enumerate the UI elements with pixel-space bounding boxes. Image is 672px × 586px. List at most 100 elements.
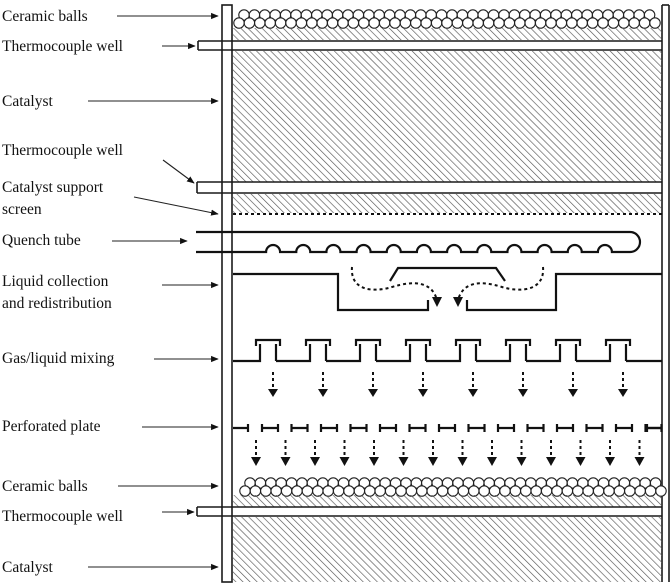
drip-arrow-head: [418, 389, 428, 397]
chimney-cap: [454, 338, 482, 346]
catalyst-bed-top: [233, 51, 662, 182]
drip-arrow-head: [310, 457, 320, 466]
drip-arrow-head: [318, 389, 328, 397]
drip-arrow-head: [339, 457, 350, 466]
liquid-collection-tray: [233, 266, 662, 312]
perforated-drip-arrows: [251, 440, 645, 466]
ceramic-ball: [337, 17, 349, 29]
ceramic-ball: [285, 17, 297, 29]
leader-arrow: [162, 159, 195, 184]
drip-arrow-head: [487, 457, 497, 466]
catalyst-hatch-thin-top: [233, 28, 662, 40]
plate-segment: [496, 424, 516, 432]
ceramic-ball: [482, 17, 495, 29]
catalyst-bed-bottom: [233, 517, 662, 582]
ceramic-ball: [472, 17, 484, 29]
ceramic-ball: [436, 485, 449, 497]
drip-arrow-head: [605, 457, 615, 466]
ceramic-ball: [306, 17, 318, 29]
label-quench-tube: Quench tube: [2, 232, 81, 249]
ceramic-ball: [399, 17, 412, 29]
ceramic-ball: [545, 17, 557, 29]
ceramic-ball: [468, 485, 480, 497]
label-catalyst-support-screen-2: screen: [2, 201, 42, 218]
label-liquid-collection-1: Liquid collection: [2, 273, 109, 290]
ceramic-ball: [509, 485, 522, 497]
ceramic-ball: [243, 17, 256, 29]
ceramic-ball: [405, 485, 418, 497]
drip-arrow-head: [457, 457, 468, 466]
gas-liquid-mixing-tray: [233, 338, 662, 363]
ceramic-ball: [332, 485, 345, 497]
ceramic-balls-top-layer: [233, 9, 661, 29]
ceramic-ball: [555, 17, 568, 29]
label-thermocouple-well-2: Thermocouple well: [2, 142, 123, 159]
drip-arrow-head: [280, 457, 291, 466]
plate-segment: [437, 424, 457, 432]
ceramic-ball: [457, 485, 470, 497]
ceramic-ball: [416, 485, 428, 497]
ceramic-ball: [410, 17, 422, 29]
drip-arrow-head: [368, 389, 378, 397]
ceramic-ball: [503, 17, 516, 29]
ceramic-ball: [493, 17, 505, 29]
ceramic-ball: [607, 17, 620, 29]
plate-segment: [526, 424, 545, 432]
leader-arrow: [133, 196, 219, 216]
ceramic-ball: [561, 485, 574, 497]
thermocouple-well-2-tube: [196, 181, 662, 194]
ceramic-ball: [395, 485, 407, 497]
ceramic-ball: [384, 485, 397, 497]
mixing-tray-plate: [233, 344, 662, 363]
plate-segment: [555, 424, 575, 432]
label-catalyst-top: Catalyst: [2, 93, 53, 110]
ceramic-ball: [343, 485, 355, 497]
ceramic-ball: [291, 485, 303, 497]
plate-segment: [645, 424, 662, 432]
ceramic-ball: [368, 17, 380, 29]
plate-segment: [260, 424, 280, 432]
drip-arrow-head: [518, 389, 528, 397]
ceramic-ball: [462, 17, 474, 29]
ceramic-ball: [426, 485, 438, 497]
label-catalyst-bottom: Catalyst: [2, 559, 53, 576]
reactor-wall-left: [221, 4, 233, 583]
perforated-plate-segments: [233, 424, 663, 432]
plate-segment: [614, 424, 634, 432]
ceramic-ball: [280, 485, 293, 497]
ceramic-ball: [534, 17, 547, 29]
mixing-drip-arrows: [268, 372, 628, 397]
ceramic-ball: [260, 485, 272, 497]
ceramic-ball: [441, 17, 453, 29]
ceramic-ball: [597, 17, 609, 29]
ceramic-ball: [624, 485, 636, 497]
ceramic-ball: [378, 17, 391, 29]
drip-arrow-head: [468, 389, 478, 397]
ceramic-ball: [353, 485, 366, 497]
drip-arrow-head: [546, 457, 556, 466]
ceramic-ball: [301, 485, 314, 497]
quench-tube-pipe: [196, 230, 642, 254]
label-thermocouple-well-1: Thermocouple well: [2, 38, 123, 55]
ceramic-ball: [420, 17, 432, 29]
thermocouple-well-1-tube: [197, 40, 662, 51]
ceramic-ball: [364, 485, 376, 497]
ceramic-ball: [451, 17, 464, 29]
drip-arrow-head: [369, 457, 379, 466]
drip-arrow-head: [618, 389, 628, 397]
ceramic-ball: [649, 17, 661, 29]
ceramic-ball: [592, 485, 605, 497]
drip-arrow-head: [251, 457, 261, 466]
ceramic-ball: [316, 17, 328, 29]
ceramic-ball: [270, 485, 282, 497]
drip-arrow-head: [634, 457, 645, 466]
ceramic-ball: [618, 17, 630, 29]
chimney-cap: [404, 338, 432, 346]
ceramic-ball: [347, 17, 360, 29]
ceramic-ball: [540, 485, 553, 497]
ceramic-ball: [430, 17, 443, 29]
ceramic-ball: [572, 485, 584, 497]
chimney-cap: [554, 338, 582, 346]
ceramic-ball: [447, 485, 459, 497]
ceramic-ball: [514, 17, 526, 29]
